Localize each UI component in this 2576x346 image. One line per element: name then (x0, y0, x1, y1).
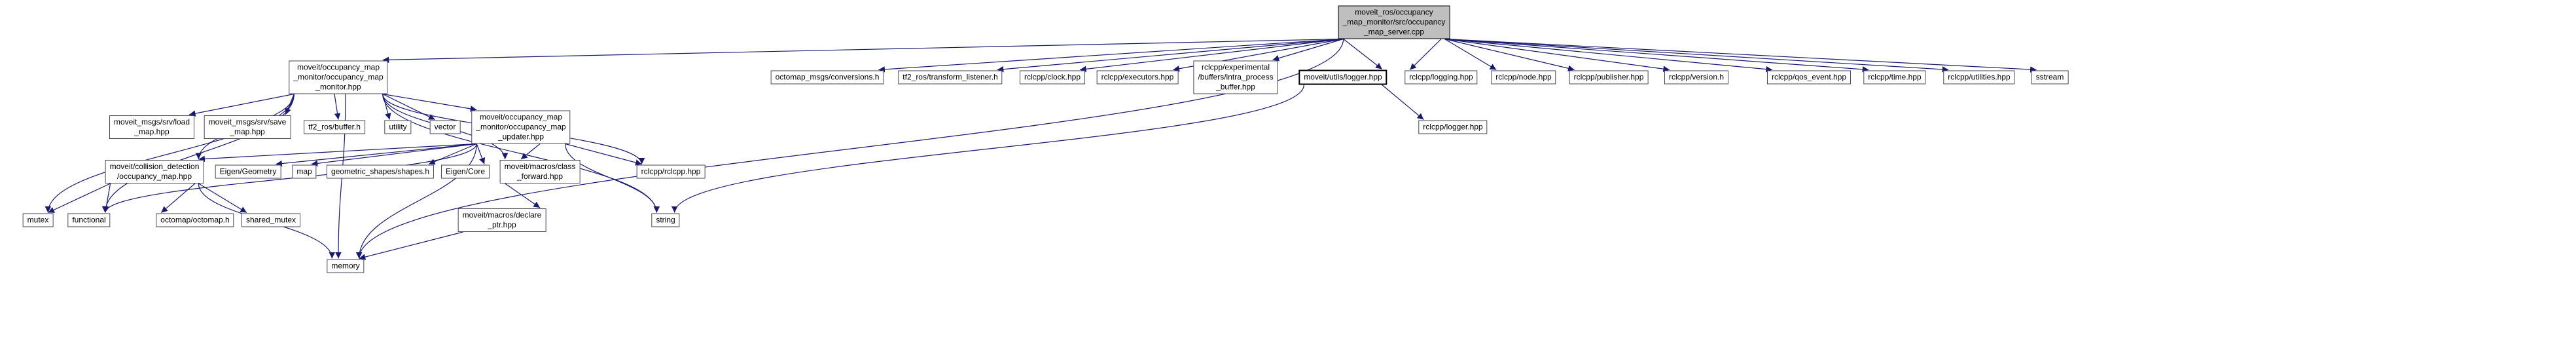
graph-node-save_map: moveit_msgs/srv/save _map.hpp (204, 115, 291, 139)
include-edge-main-version (1444, 38, 1670, 72)
include-edge-updater-shapes (428, 143, 477, 165)
graph-node-functional: functional (67, 213, 111, 227)
graph-node-memory: memory (327, 259, 365, 273)
include-edge-updater-occmap (198, 143, 477, 163)
include-edge-omm-updater (382, 93, 477, 112)
include-edge-updater-memory (355, 144, 477, 259)
include-edge-declare_ptr-memory (359, 231, 463, 260)
include-edge-class_forward-declare_ptr (505, 183, 541, 208)
graph-node-mutex: mutex (22, 213, 54, 227)
graph-node-shared_mutex: shared_mutex (241, 213, 301, 227)
graph-node-time: rclcpp/time.hpp (1863, 70, 1926, 85)
graph-node-string: string (651, 213, 680, 227)
include-edge-updater-eigen_geometry (276, 143, 477, 167)
include-edge-main-tf2_listener (997, 38, 1344, 73)
include-edge-omm-utility (382, 94, 391, 120)
include-edge-occmap-functional (103, 183, 111, 213)
include-edge-omm-functional (101, 94, 295, 213)
include-edge-utils_logger-string (671, 85, 1304, 213)
graph-node-version: rclcpp/version.h (1664, 70, 1729, 85)
include-edge-omm-mutex (45, 94, 295, 213)
graph-node-utilities: rclcpp/utilities.hpp (1943, 70, 2015, 85)
include-edge-main-time (1444, 38, 1869, 73)
include-edge-main-publisher (1444, 38, 1575, 71)
graph-node-rclcpp_rclcpp: rclcpp/rclcpp.hpp (636, 164, 706, 179)
include-edge-updater-eigen_core (476, 144, 486, 164)
include-edge-utils_logger-rclcpp_logger (1382, 85, 1424, 120)
graph-node-map: map (292, 164, 317, 179)
include-edge-omm-vector (382, 93, 435, 121)
include-edge-main-utilities (1444, 38, 1949, 73)
graph-node-vector: vector (429, 120, 461, 134)
graph-node-sstream: sstream (2031, 70, 2069, 85)
graph-node-occmap: moveit/collision_detection /occupancy_ma… (105, 160, 204, 183)
include-edge-main-utils_logger (1343, 39, 1383, 69)
graph-node-load_map: moveit_msgs/srv/load _map.hpp (109, 115, 195, 139)
graph-node-main: moveit_ros/occupancy _map_monitor/src/oc… (1338, 5, 1450, 39)
include-edge-main-omm (382, 38, 1344, 64)
graph-node-logging: rclcpp/logging.hpp (1404, 70, 1478, 85)
graph-node-utility: utility (384, 120, 412, 134)
graph-node-octomap_h: octomap/octomap.h (156, 213, 234, 227)
graph-node-declare_ptr: moveit/macros/declare _ptr.hpp (457, 208, 546, 232)
include-edge-updater-map (311, 143, 477, 167)
graph-node-publisher: rclcpp/publisher.hpp (1569, 70, 1649, 85)
graph-node-tf2_buffer: tf2_ros/buffer.h (304, 120, 365, 134)
graph-node-shapes: geometric_shapes/shapes.h (326, 164, 435, 179)
include-edge-omm-save_map (285, 94, 295, 115)
graph-node-clock: rclcpp/clock.hpp (1019, 70, 1086, 85)
include-edge-occmap-octomap_h (160, 183, 196, 213)
graph-node-updater: moveit/occupancy_map _monitor/occupancy_… (471, 110, 571, 144)
include-edge-occmap-mutex (48, 183, 111, 214)
include-edge-updater-class_forward (520, 144, 541, 160)
graph-node-rclcpp_logger: rclcpp/logger.hpp (1418, 120, 1488, 134)
include-edge-omm-load_map (188, 93, 295, 117)
graph-node-qos_event: rclcpp/qos_event.hpp (1766, 70, 1851, 85)
include-edge-main-logging (1409, 39, 1442, 70)
include-edge-main-qos_event (1444, 38, 1773, 73)
include-edge-main-sstream (1444, 38, 2037, 73)
graph-node-eigen_core: Eigen/Core (440, 164, 490, 179)
graph-node-intra: rclcpp/experimental /buffers/intra_proce… (1193, 60, 1278, 94)
include-edge-occmap-shared_mutex (198, 183, 247, 214)
graph-node-executors: rclcpp/executors.hpp (1096, 70, 1179, 85)
graph-node-class_forward: moveit/macros/class _forward.hpp (499, 160, 581, 183)
include-edge-main-node (1444, 38, 1497, 71)
graph-node-tf2_listener: tf2_ros/transform_listener.h (898, 70, 1003, 85)
graph-node-omm: moveit/occupancy_map _monitor/occupancy_… (289, 60, 388, 94)
graph-node-conversions: octomap_msgs/conversions.h (770, 70, 884, 85)
graph-node-utils_logger[interactable]: moveit/utils/logger.hpp (1298, 69, 1387, 85)
include-edge-omm-tf2_buffer (334, 94, 341, 120)
include-edge-main-intra (1272, 38, 1344, 62)
graph-node-eigen_geometry: Eigen/Geometry (215, 164, 281, 179)
graph-node-node: rclcpp/node.hpp (1491, 70, 1556, 85)
